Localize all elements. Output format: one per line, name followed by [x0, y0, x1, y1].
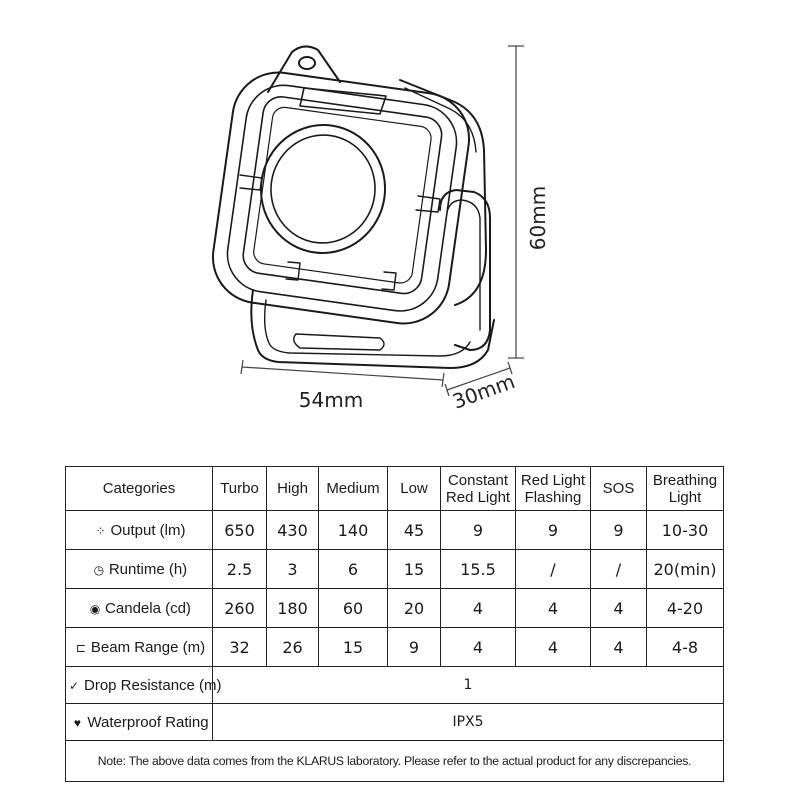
depth-label: 30mm: [449, 369, 518, 414]
drop-resistance-value: 1: [212, 666, 724, 704]
lens-outer: [259, 124, 387, 254]
table-cell: 9: [387, 627, 441, 667]
disclaimer-note: Note: The above data comes from the KLAR…: [65, 740, 724, 782]
width-dimension: [240, 359, 445, 388]
table-cell: 650: [212, 510, 267, 550]
table-cell: 4: [590, 588, 647, 628]
table-cell: 4: [440, 627, 516, 667]
row-label-candela: ◉Candela (cd): [65, 588, 213, 628]
table-cell: 9: [590, 510, 647, 550]
table-row-waterproof: ♥Waterproof Rating IPX5: [65, 703, 724, 741]
depth-dimension: [444, 361, 513, 397]
table-cell: 260: [212, 588, 267, 628]
header-low: Low: [387, 466, 441, 511]
product-line-drawing: 60mm 54mm 30mm: [211, 45, 550, 414]
row-label-output: ⁘Output (lm): [65, 510, 213, 550]
table-cell: 4-8: [646, 627, 724, 667]
table-cell: 430: [266, 510, 319, 550]
header-sos: SOS: [590, 466, 647, 511]
table-cell: 9: [440, 510, 516, 550]
table-cell: 45: [387, 510, 441, 550]
height-label: 60mm: [526, 186, 550, 250]
output-icon: ⁘: [95, 523, 106, 538]
table-cell: 9: [515, 510, 591, 550]
header-medium: Medium: [318, 466, 388, 511]
table-row-runtime: ◷Runtime (h) 2.5 3 6 15 15.5 / / 20(min): [65, 549, 724, 589]
hanging-tab: [267, 45, 341, 93]
table-row-beam-range: ⊏Beam Range (m) 32 26 15 9 4 4 4 4-8: [65, 627, 724, 667]
row-label-drop-resistance: ✓Drop Resistance (m): [65, 666, 222, 704]
table-cell: 2.5: [212, 549, 267, 589]
width-label: 54mm: [299, 388, 363, 412]
table-cell: 15: [318, 627, 388, 667]
table-cell: 4: [515, 588, 591, 628]
beam-icon: ⊏: [75, 640, 86, 655]
table-cell: 20(min): [646, 549, 724, 589]
table-cell: 60: [318, 588, 388, 628]
table-cell: 6: [318, 549, 388, 589]
table-cell: /: [515, 549, 591, 589]
table-row-drop-resistance: ✓Drop Resistance (m) 1: [65, 666, 724, 704]
table-cell: 4: [440, 588, 516, 628]
table-cell: 180: [266, 588, 319, 628]
header-row: Categories Turbo High Medium Low Constan…: [65, 466, 724, 511]
table-cell: 20: [387, 588, 441, 628]
spec-table: Categories Turbo High Medium Low Constan…: [65, 466, 724, 782]
height-dimension: [508, 45, 524, 359]
lamp-frame: [242, 96, 443, 295]
table-row-note: Note: The above data comes from the KLAR…: [65, 740, 724, 782]
header-high: High: [266, 466, 319, 511]
table-cell: /: [590, 549, 647, 589]
stand-base: [250, 289, 495, 369]
lamp-body-outer: [211, 71, 471, 325]
row-label-waterproof: ♥Waterproof Rating: [65, 703, 213, 741]
table-cell: 4: [515, 627, 591, 667]
table-cell: 32: [212, 627, 267, 667]
table-cell: 4-20: [646, 588, 724, 628]
waterproof-icon: ♥: [73, 715, 81, 730]
header-turbo: Turbo: [212, 466, 267, 511]
table-cell: 15: [387, 549, 441, 589]
drop-resistance-icon: ✓: [68, 678, 80, 693]
table-cell: 140: [318, 510, 388, 550]
lens-inner: [270, 134, 376, 244]
table-row-output: ⁘Output (lm) 650 430 140 45 9 9 9 10-30: [65, 510, 724, 550]
table-row-candela: ◉Candela (cd) 260 180 60 20 4 4 4 4-20: [65, 588, 724, 628]
table-cell: 10-30: [646, 510, 724, 550]
row-label-beam-range: ⊏Beam Range (m): [65, 627, 213, 667]
candela-icon: ◉: [89, 601, 101, 616]
table-cell: 15.5: [440, 549, 516, 589]
top-button: [299, 87, 387, 115]
clock-icon: ◷: [93, 562, 105, 577]
table-cell: 26: [266, 627, 319, 667]
header-categories: Categories: [65, 466, 213, 511]
row-label-runtime: ◷Runtime (h): [65, 549, 213, 589]
waterproof-value: IPX5: [212, 703, 724, 741]
table-cell: 3: [266, 549, 319, 589]
table-cell: 4: [590, 627, 647, 667]
stand-arm: [439, 189, 491, 351]
